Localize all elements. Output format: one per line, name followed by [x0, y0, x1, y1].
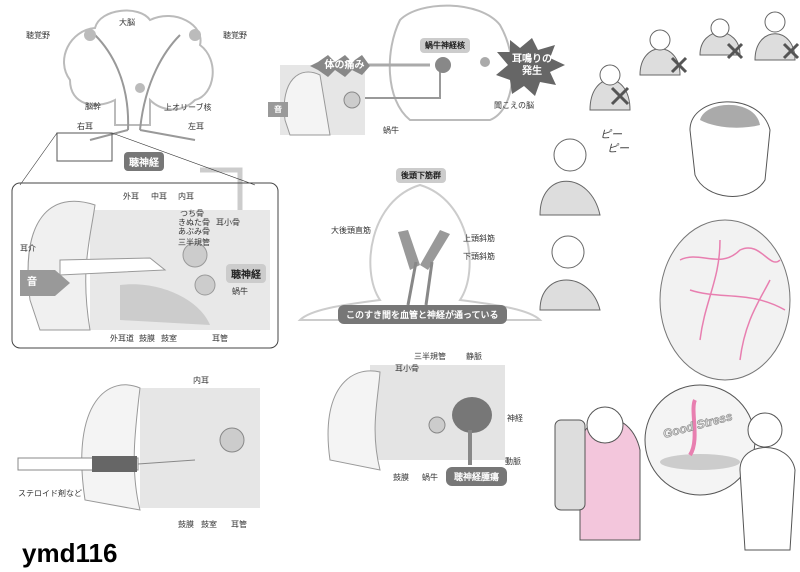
label-middle-ear: 中耳 [151, 192, 167, 201]
skull [659, 219, 791, 381]
label-semicircular: 三半規管 [178, 238, 210, 247]
x-marks [610, 42, 800, 106]
label-tinnitus-onset: 耳鳴りの発生 [512, 54, 552, 77]
label-sound-2: 音 [268, 102, 288, 117]
brain-outline [63, 9, 214, 126]
label-left-ear: 左耳 [188, 122, 204, 131]
thought-bubble [644, 384, 756, 496]
ear-detail-box [11, 182, 279, 349]
tinnitus-starburst [496, 38, 565, 96]
other-man [739, 447, 796, 551]
label-cochlea-2: 蝸牛 [383, 126, 399, 135]
label-eustachian-2: 耳管 [231, 520, 247, 529]
badge-auditory-nerve: 聴神経 [124, 152, 164, 171]
label-sound: 音 [27, 277, 37, 288]
banner-gap: このすき間を血管と神経が通っている [338, 305, 507, 324]
label-eardrum-3: 鼓膜 [178, 520, 194, 529]
hearing-brain-dot [480, 57, 490, 67]
golf-bag [554, 419, 586, 511]
label-malleus: つち骨 [180, 209, 204, 218]
blood-vessels [679, 239, 786, 361]
label-auditory-cortex-right: 聴覚野 [223, 31, 247, 40]
lifestyle-cartoons [539, 11, 796, 311]
label-auricle: 耳介 [20, 244, 36, 253]
label-stapes: あぶみ骨 [178, 227, 210, 236]
text-beep-1: ピー [600, 128, 622, 141]
label-tympanic: 鼓室 [161, 334, 177, 343]
auditory-pathway [89, 34, 196, 141]
label-cerebrum: 大脳 [119, 18, 135, 27]
label-tympanic-2: 鼓室 [201, 520, 217, 529]
label-right-ear: 右耳 [77, 122, 93, 131]
badge-cochlear-nucleus: 蝸牛神経核 [420, 38, 470, 53]
head-neck-outline [297, 183, 543, 321]
label-obliquus-inferior: 下頭斜筋 [463, 252, 495, 261]
banner-acoustic-neuroma: 聴神経腫瘍 [446, 467, 508, 486]
text-beep-2: ピー [607, 142, 629, 155]
superior-olive-dot [135, 83, 145, 93]
label-steroid: ステロイド剤など [18, 489, 82, 498]
label-auditory-cortex-left: 聴覚野 [26, 31, 50, 40]
label-obliquus-superior: 上頭斜筋 [463, 234, 495, 243]
label-semicircular-2: 三半規管 [414, 352, 446, 361]
label-cochlea: 蝸牛 [232, 287, 248, 296]
label-eardrum-2: 鼓膜 [393, 473, 409, 482]
label-nerve: 神経 [507, 414, 523, 423]
label-inner-ear-2: 内耳 [193, 376, 209, 385]
label-rectus-major: 大後頭直筋 [331, 226, 371, 235]
label-superior-olive: 上オリーブ核 [164, 103, 212, 112]
label-eardrum: 鼓膜 [139, 334, 155, 343]
auditory-cortex-left-dot [84, 29, 96, 41]
label-vein: 静脈 [466, 352, 482, 361]
tumor-mass [452, 397, 492, 433]
label-ossicles-2: 耳小骨 [395, 364, 419, 373]
label-cochlea-3: 蝸牛 [422, 473, 438, 482]
label-eustachian: 耳管 [212, 334, 228, 343]
pain-burst [310, 55, 370, 77]
label-body-pain: 体の痛み [324, 60, 365, 71]
auditory-cortex-right-dot [189, 29, 201, 41]
cochlear-nucleus-dot [435, 57, 451, 73]
badge-suboccipital: 後頭下筋群 [396, 168, 446, 183]
sound-arrow [20, 270, 70, 296]
badge-auditory-nerve-2: 聴神経 [226, 264, 266, 283]
label-outer-ear: 外耳 [123, 192, 139, 201]
right-ear-box [56, 132, 113, 162]
label-incus: きぬた骨 [178, 218, 210, 227]
label-brainstem: 脳幹 [85, 102, 101, 111]
label-inner-ear: 内耳 [178, 192, 194, 201]
label-hearing-brain: 聞こえの脳 [494, 101, 534, 110]
watermark: ymd116 [22, 538, 118, 568]
label-ear-canal: 外耳道 [110, 334, 134, 343]
label-artery: 動脈 [505, 457, 521, 466]
label-ossicles: 耳小骨 [216, 218, 240, 227]
